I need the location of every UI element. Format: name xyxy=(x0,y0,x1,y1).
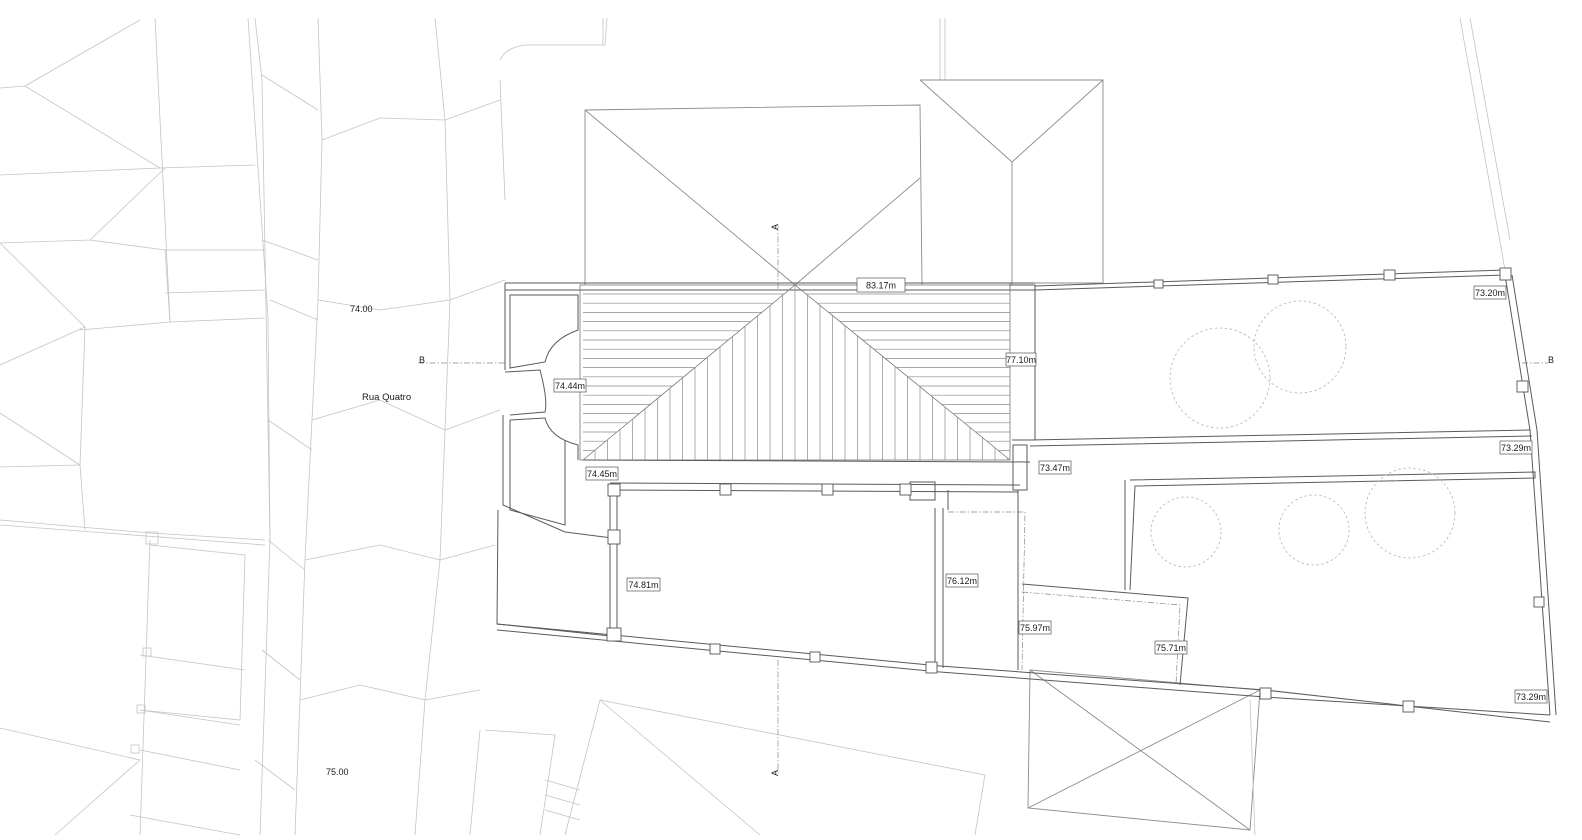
elevation-porch: 74.45m xyxy=(587,469,617,479)
contour-74: 74.00 xyxy=(350,304,373,314)
elevation-north-garden: 73.20m xyxy=(1475,288,1505,298)
elevation-tags: 83.17m 77.10m 74.44m 74.45m 74.81m 73.20… xyxy=(553,277,1548,704)
context-east xyxy=(939,17,1511,271)
hall-and-south-wall xyxy=(496,481,1551,723)
elevation-garden-mid: 73.29m xyxy=(1501,443,1531,453)
section-a-top-mark: A xyxy=(770,224,780,230)
street-name: Rua Quatro xyxy=(362,392,411,403)
elevation-terrace: 73.47m xyxy=(1040,463,1070,473)
roof-hatch-vertical xyxy=(594,285,1008,460)
context-south xyxy=(469,669,1261,836)
section-line-b: B B xyxy=(418,355,1554,365)
main-building xyxy=(504,282,1036,493)
section-b-right-mark: B xyxy=(1548,355,1554,365)
elevation-south-garden: 73.29m xyxy=(1516,692,1546,702)
elevation-west-patio: 74.44m xyxy=(555,381,585,391)
context-south-west xyxy=(0,531,246,836)
context-buildings-west xyxy=(0,17,271,546)
east-annex xyxy=(1017,490,1189,686)
elevation-east-wall: 77.10m xyxy=(1006,355,1036,365)
street-edges xyxy=(254,17,608,836)
elevation-annex-east: 75.71m xyxy=(1156,643,1186,653)
elevation-hall: 74.81m xyxy=(628,580,658,590)
section-b-left-mark: B xyxy=(419,355,425,365)
gardens xyxy=(1029,269,1557,716)
elevation-roof-ridge: 83.17m xyxy=(866,281,896,291)
elevation-stair: 76.12m xyxy=(947,576,977,586)
contour-75: 75.00 xyxy=(326,767,349,777)
pillars xyxy=(606,267,1545,713)
section-line-a: A A xyxy=(770,224,780,776)
section-a-bottom-mark: A xyxy=(770,770,780,776)
roof-hatch-horizontal xyxy=(583,293,1010,451)
neighbour-roof-north xyxy=(584,79,1104,290)
west-patio xyxy=(496,294,613,637)
elevation-annex-west: 75.97m xyxy=(1020,623,1050,633)
